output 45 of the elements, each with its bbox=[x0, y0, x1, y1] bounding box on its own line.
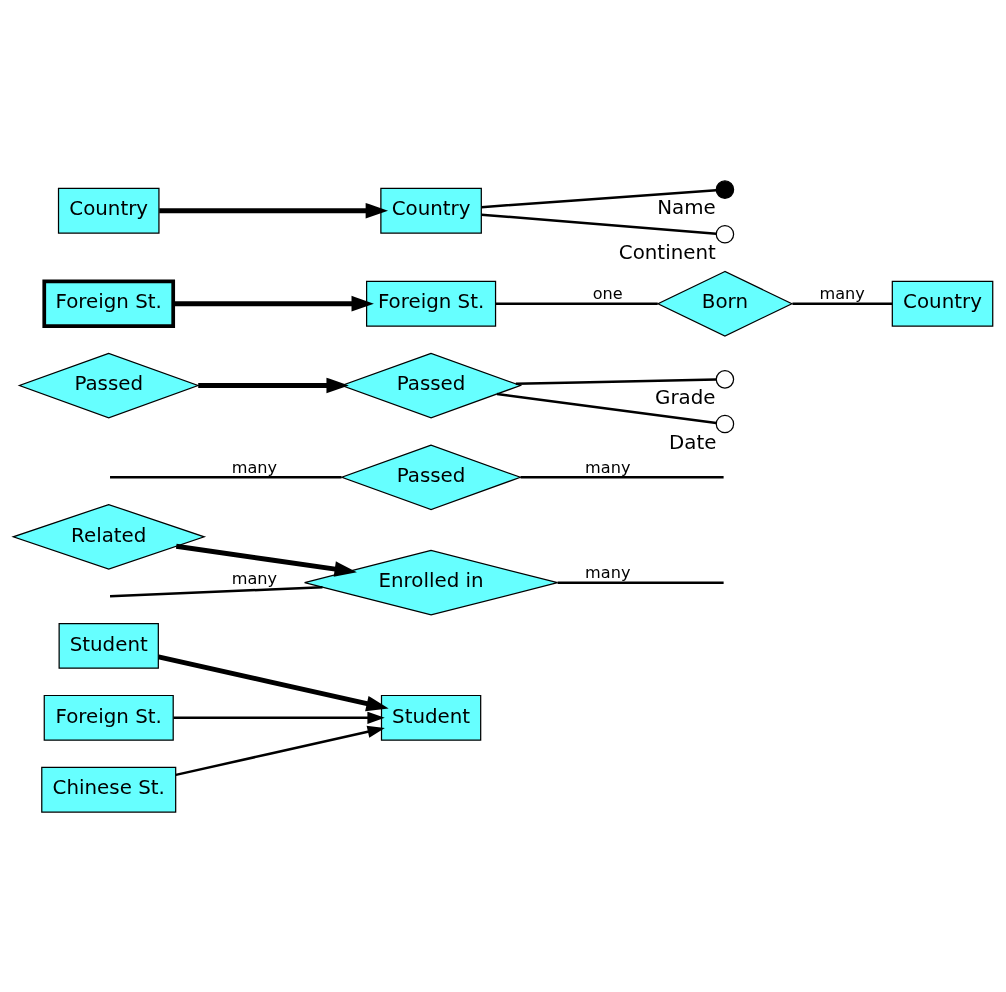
edge-label: many bbox=[231, 457, 278, 477]
edge-label: many bbox=[585, 562, 631, 582]
node-circle bbox=[715, 224, 735, 244]
node-circle bbox=[715, 179, 735, 199]
node-diamond: Passed bbox=[17, 352, 200, 418]
edge-label: many bbox=[819, 283, 865, 303]
connector bbox=[515, 377, 717, 385]
arrow bbox=[173, 711, 385, 724]
arrow bbox=[173, 295, 374, 312]
edge-label: many bbox=[585, 457, 631, 477]
connector bbox=[481, 212, 717, 235]
edge-label: one bbox=[592, 283, 623, 303]
connector bbox=[557, 580, 724, 584]
node-box: Chinese St. bbox=[41, 766, 177, 813]
connector bbox=[520, 475, 724, 478]
connector bbox=[792, 301, 893, 305]
edge-label: many bbox=[231, 568, 278, 588]
node-circle bbox=[715, 414, 735, 433]
node-diamond: Passed bbox=[340, 443, 523, 510]
node-box: Student bbox=[380, 694, 482, 741]
node-box: Foreign St. bbox=[42, 279, 176, 328]
node-box: Student bbox=[58, 622, 159, 669]
node-circle bbox=[715, 369, 735, 389]
connector bbox=[110, 475, 342, 478]
connector bbox=[481, 188, 717, 208]
arrow bbox=[175, 543, 357, 577]
connector bbox=[109, 585, 323, 598]
arrow bbox=[175, 725, 385, 776]
node-diamond: Born bbox=[656, 270, 794, 337]
node-label: Date bbox=[668, 430, 717, 454]
node-label: Grade bbox=[655, 385, 716, 409]
node-box: Country bbox=[891, 280, 994, 327]
node-label: Continent bbox=[618, 240, 716, 264]
arrow bbox=[159, 202, 389, 219]
arrow bbox=[198, 377, 349, 393]
connector bbox=[496, 392, 717, 424]
node-box: Country bbox=[57, 187, 160, 234]
node-diamond: Related bbox=[11, 503, 207, 570]
node-box: Foreign St. bbox=[366, 280, 497, 327]
arrow bbox=[158, 653, 389, 711]
node-label: Name bbox=[657, 195, 716, 219]
node-box: Country bbox=[380, 187, 482, 234]
connector bbox=[495, 301, 658, 305]
node-diamond: Enrolled in bbox=[304, 549, 559, 616]
node-box: Foreign St. bbox=[43, 694, 174, 741]
